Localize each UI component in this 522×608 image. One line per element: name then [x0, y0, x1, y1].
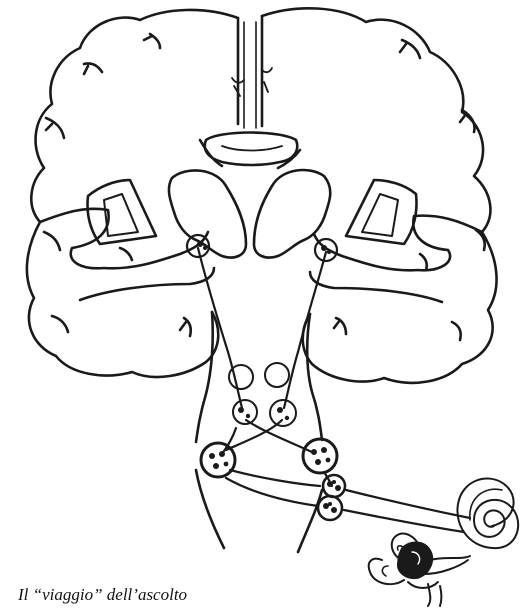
right-olivary-nucleus	[303, 439, 337, 473]
cochlear-nucleus-lower	[318, 496, 342, 520]
right-insula-inner	[362, 194, 398, 236]
left-sulcus-1	[144, 34, 160, 48]
brainstem-lower-left	[196, 470, 224, 548]
pathway-left-to-cochlear	[230, 470, 320, 486]
right-colliculus	[265, 363, 289, 387]
brainstem-left-edge	[196, 312, 213, 442]
pathway-left-to-cochlear-2	[226, 478, 318, 506]
pathway-left-medial	[222, 428, 236, 454]
right-sulcus-1	[400, 40, 420, 58]
left-colliculus	[229, 365, 253, 389]
left-sulcus-3	[46, 118, 64, 138]
left-sulcus-5	[52, 316, 68, 332]
left-sulcus-2	[84, 63, 102, 74]
pathway-left-cortex	[198, 248, 242, 408]
right-sulcus-6	[420, 254, 427, 270]
right-medial-geniculate-nucleus	[315, 239, 337, 261]
corpus-callosum	[205, 133, 297, 166]
left-olivary-nucleus	[201, 443, 235, 477]
left-temporal-fold	[80, 268, 214, 300]
left-sulcus-7	[120, 248, 132, 260]
figure-caption: Il “viaggio” dell’ascolto	[18, 586, 187, 603]
right-inferior-colliculus	[270, 400, 296, 426]
left-hemisphere-lower-edge	[27, 222, 218, 377]
brainstem-right-edge	[307, 314, 322, 440]
corpus-callosum-inner	[222, 146, 282, 151]
cochlear-nucleus-upper	[323, 475, 345, 497]
pathway-right-cortex	[284, 252, 326, 408]
left-ventricle-lobe	[169, 170, 246, 257]
right-sulcus-4	[452, 322, 461, 340]
midline-vessel-2	[262, 68, 272, 92]
left-sulcus-6	[180, 318, 191, 336]
right-sulcus-5	[334, 318, 346, 334]
cochlea-spiral	[457, 478, 518, 548]
left-sulcus-4	[44, 232, 60, 250]
vestibule	[398, 542, 433, 578]
brainstem-lower-right	[298, 490, 322, 552]
right-ventricle-lobe	[254, 170, 330, 257]
right-temporal-fold	[310, 272, 442, 302]
right-hemisphere-lower-edge	[303, 232, 497, 383]
